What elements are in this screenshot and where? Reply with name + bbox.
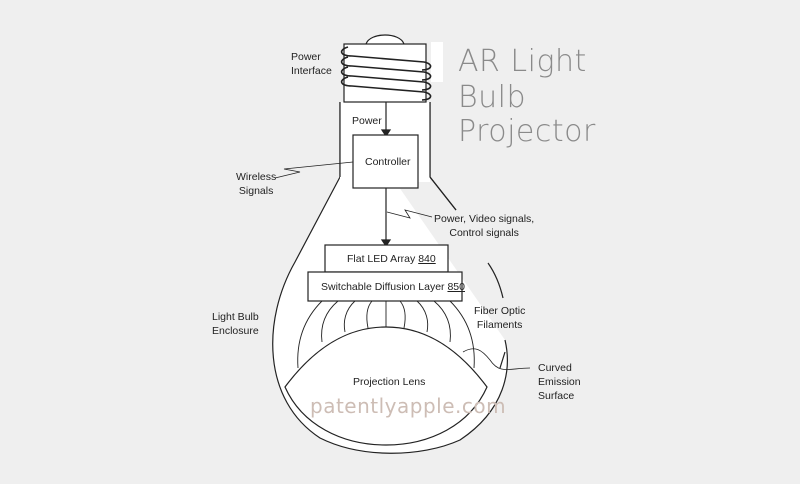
arrow-head bbox=[380, 129, 392, 138]
watermark: patentlyapple.com bbox=[310, 394, 507, 418]
fiber-filaments bbox=[297, 300, 475, 369]
cap-dome bbox=[365, 34, 405, 45]
bulb-right-arc bbox=[487, 262, 504, 299]
screw-threads bbox=[340, 46, 432, 101]
led-array-box bbox=[324, 244, 449, 273]
title-line-3: Projector bbox=[458, 114, 596, 149]
led-array-label: Flat LED Array 840 bbox=[347, 253, 436, 265]
title-line-1: AR Light bbox=[458, 44, 587, 79]
power-label: Power bbox=[352, 115, 382, 127]
projection-lens bbox=[284, 326, 488, 446]
screw-base bbox=[343, 43, 427, 103]
diffusion-layer-label: Switchable Diffusion Layer 850 bbox=[321, 281, 465, 293]
title-line-2: Bulb bbox=[458, 80, 527, 115]
projection-lens-label: Projection Lens bbox=[353, 376, 426, 388]
arrow-head bbox=[380, 239, 392, 248]
signals-leader bbox=[386, 209, 433, 219]
wireless-leader bbox=[274, 161, 354, 179]
diffusion-box bbox=[307, 271, 463, 302]
curved-emission-leader bbox=[462, 348, 531, 371]
controller-label: Controller bbox=[365, 156, 411, 168]
signals-label: Power, Video signals,Control signals bbox=[434, 213, 535, 239]
